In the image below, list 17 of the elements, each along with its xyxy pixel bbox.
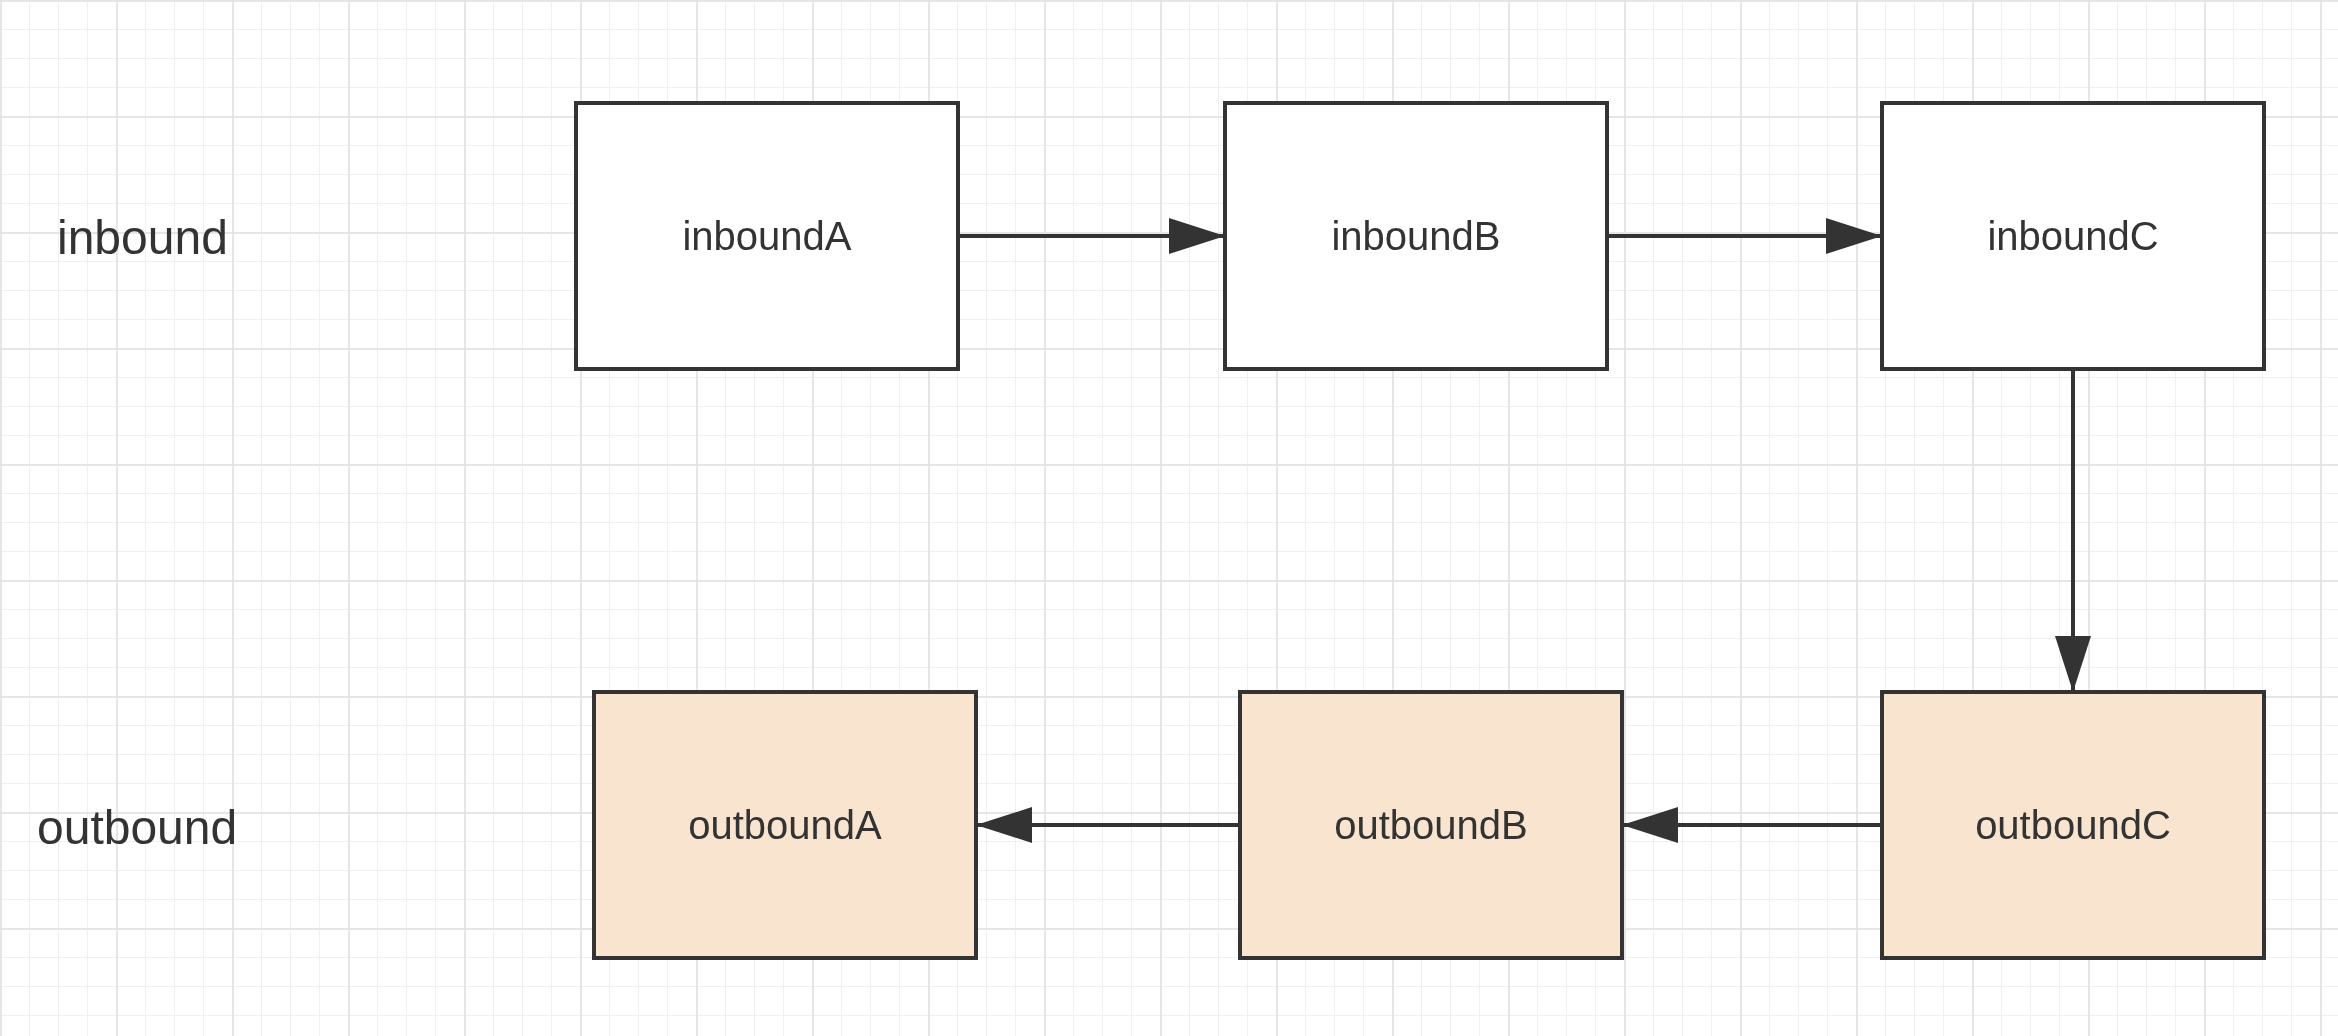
box-label: inboundB: [1331, 213, 1501, 259]
process-box: [1223, 101, 1609, 371]
process-box: [1880, 690, 2266, 960]
box-label: inboundA: [682, 213, 852, 259]
process-box: [574, 101, 960, 371]
row-label: outbound: [37, 800, 238, 855]
arrow: [1609, 218, 1882, 254]
box-label: outboundC: [1975, 802, 2171, 848]
process-box: [1880, 101, 2266, 371]
arrow: [2055, 371, 2091, 692]
row-label: inbound: [57, 210, 228, 265]
box-label: inboundC: [1987, 213, 2159, 259]
arrow: [960, 218, 1225, 254]
box-label: outboundB: [1334, 802, 1528, 848]
process-box: [1238, 690, 1624, 960]
process-box: [592, 690, 978, 960]
box-label: outboundA: [688, 802, 882, 848]
